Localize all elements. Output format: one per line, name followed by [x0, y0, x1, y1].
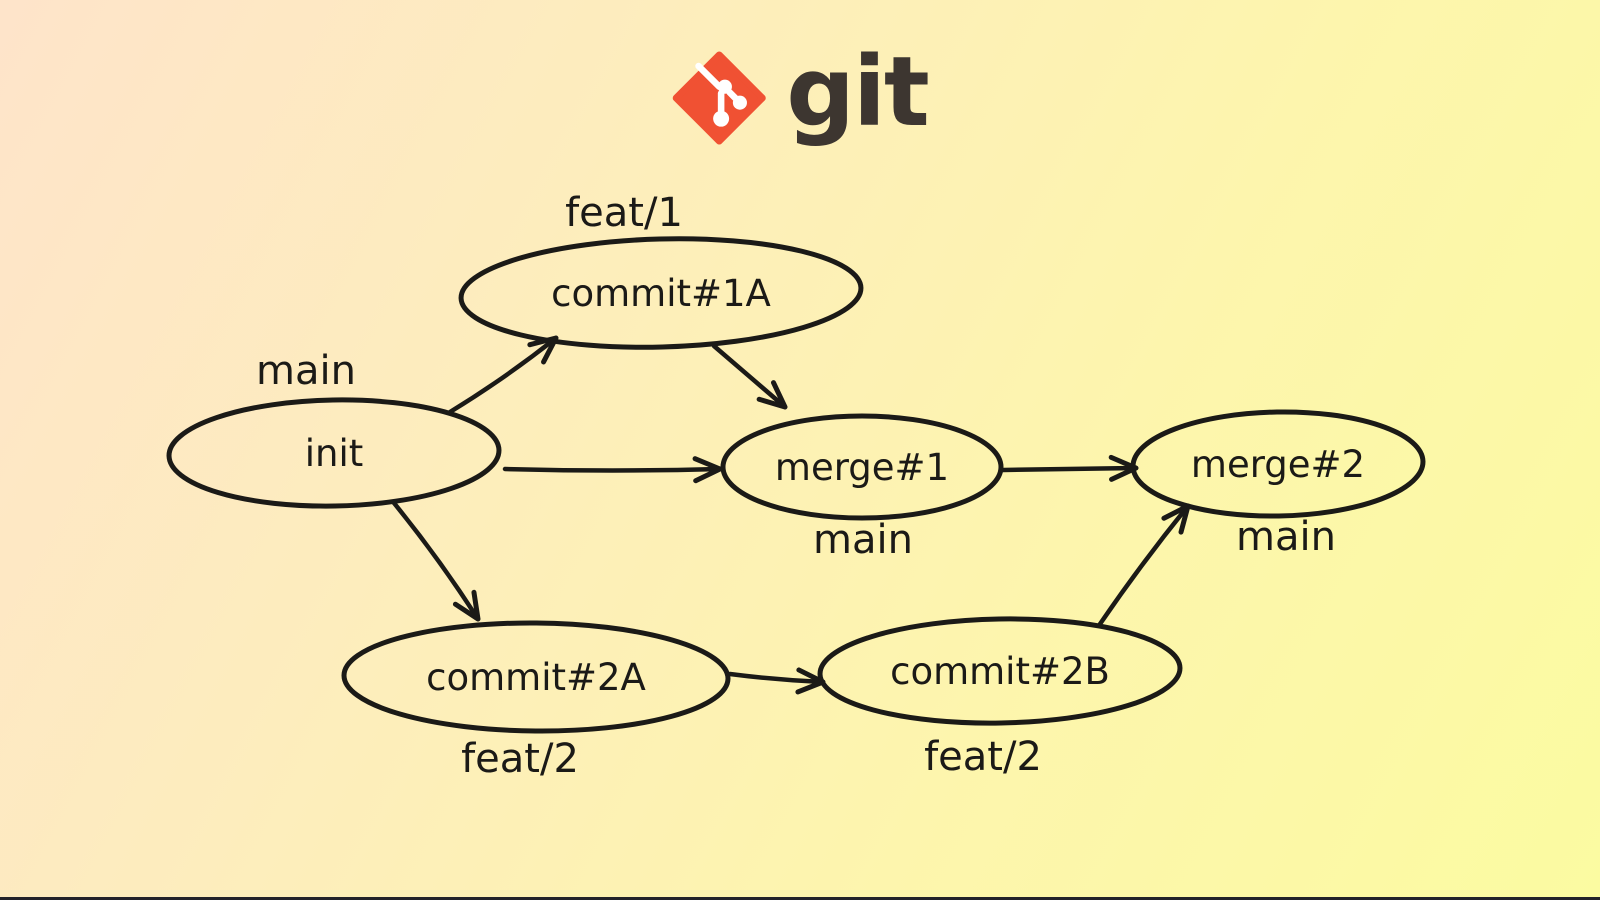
branch-label-commit1A: feat/1: [565, 190, 683, 236]
git-branch-glyph: [695, 62, 747, 127]
node-init-label: init: [305, 432, 364, 475]
node-merge2-ellipse: [1130, 409, 1426, 519]
arrowhead-init-commit1A: [527, 335, 559, 365]
git-logo-wordmark: git: [786, 36, 930, 148]
node-commit2B-ellipse: [817, 616, 1183, 726]
node-commit2B-label: commit#2B: [890, 650, 1110, 693]
edge-commit1A-merge1: [711, 343, 788, 410]
node-commit1A-ellipse: [458, 236, 864, 350]
branch-label-merge2: main: [1236, 514, 1336, 560]
branch-label-init: main: [256, 348, 356, 394]
node-commit2A-label: commit#2A: [426, 656, 646, 699]
node-merge1-ellipse: [720, 413, 1004, 521]
edge-init-merge1: [502, 466, 723, 473]
node-merge1-label: merge#1: [775, 446, 949, 489]
node-merge2-label: merge#2: [1191, 443, 1365, 486]
arrowhead-merge1-merge2: [1108, 454, 1139, 482]
branch-label-commit2B: feat/2: [924, 734, 1042, 780]
git-logo: git: [672, 44, 930, 146]
arrowhead-commit1A-merge1: [756, 380, 788, 410]
branch-label-commit2A: feat/2: [461, 736, 579, 782]
edge-commit2B-merge2: [1097, 503, 1191, 627]
edge-commit2A-commit2B: [727, 671, 826, 685]
edge-init-commit1A: [447, 335, 559, 415]
arrowhead-init-merge1: [692, 456, 723, 484]
node-commit2A-ellipse: [341, 620, 731, 734]
node-init-ellipse: [166, 397, 502, 509]
arrowhead-init-commit2A: [452, 589, 481, 622]
bottom-edge-line: [0, 897, 1600, 900]
edge-init-commit2A: [391, 500, 481, 622]
node-commit1A-label: commit#1A: [551, 272, 771, 315]
edge-merge1-merge2: [1000, 465, 1139, 473]
branch-label-merge1: main: [813, 517, 913, 563]
git-logo-icon: [672, 51, 766, 145]
